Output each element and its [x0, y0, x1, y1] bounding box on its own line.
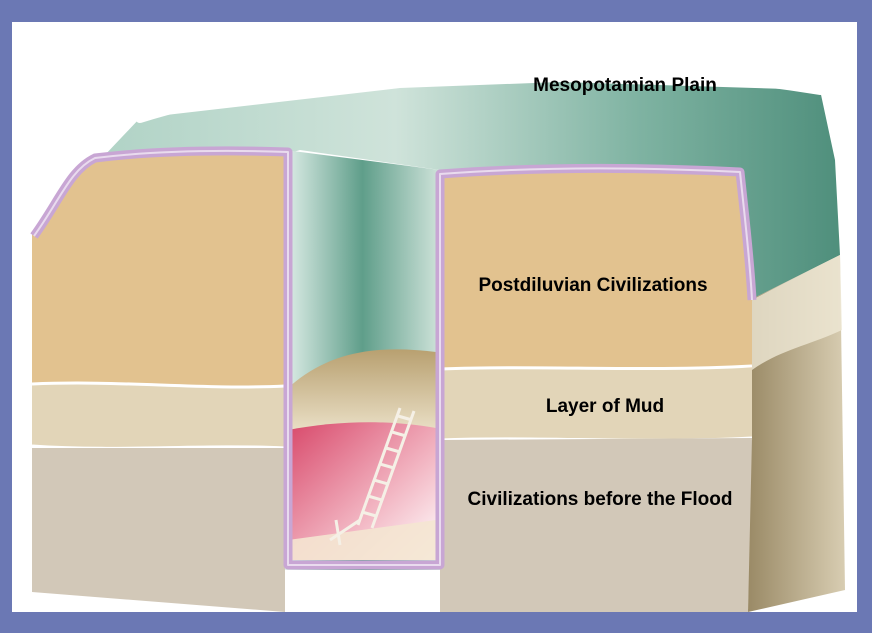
- label-civilizations-before-flood: Civilizations before the Flood: [455, 486, 745, 514]
- label-postdiluvian-civilizations: Postdiluvian Civilizations: [440, 274, 746, 298]
- pre-flood-layer-left: [32, 448, 285, 612]
- label-layer-of-mud: Layer of Mud: [505, 395, 705, 419]
- pre-flood-layer-right: [440, 438, 752, 612]
- label-mesopotamian-plain: Mesopotamian Plain: [500, 74, 750, 98]
- postdiluvian-layer-right: [440, 170, 752, 368]
- mud-layer: [32, 383, 285, 448]
